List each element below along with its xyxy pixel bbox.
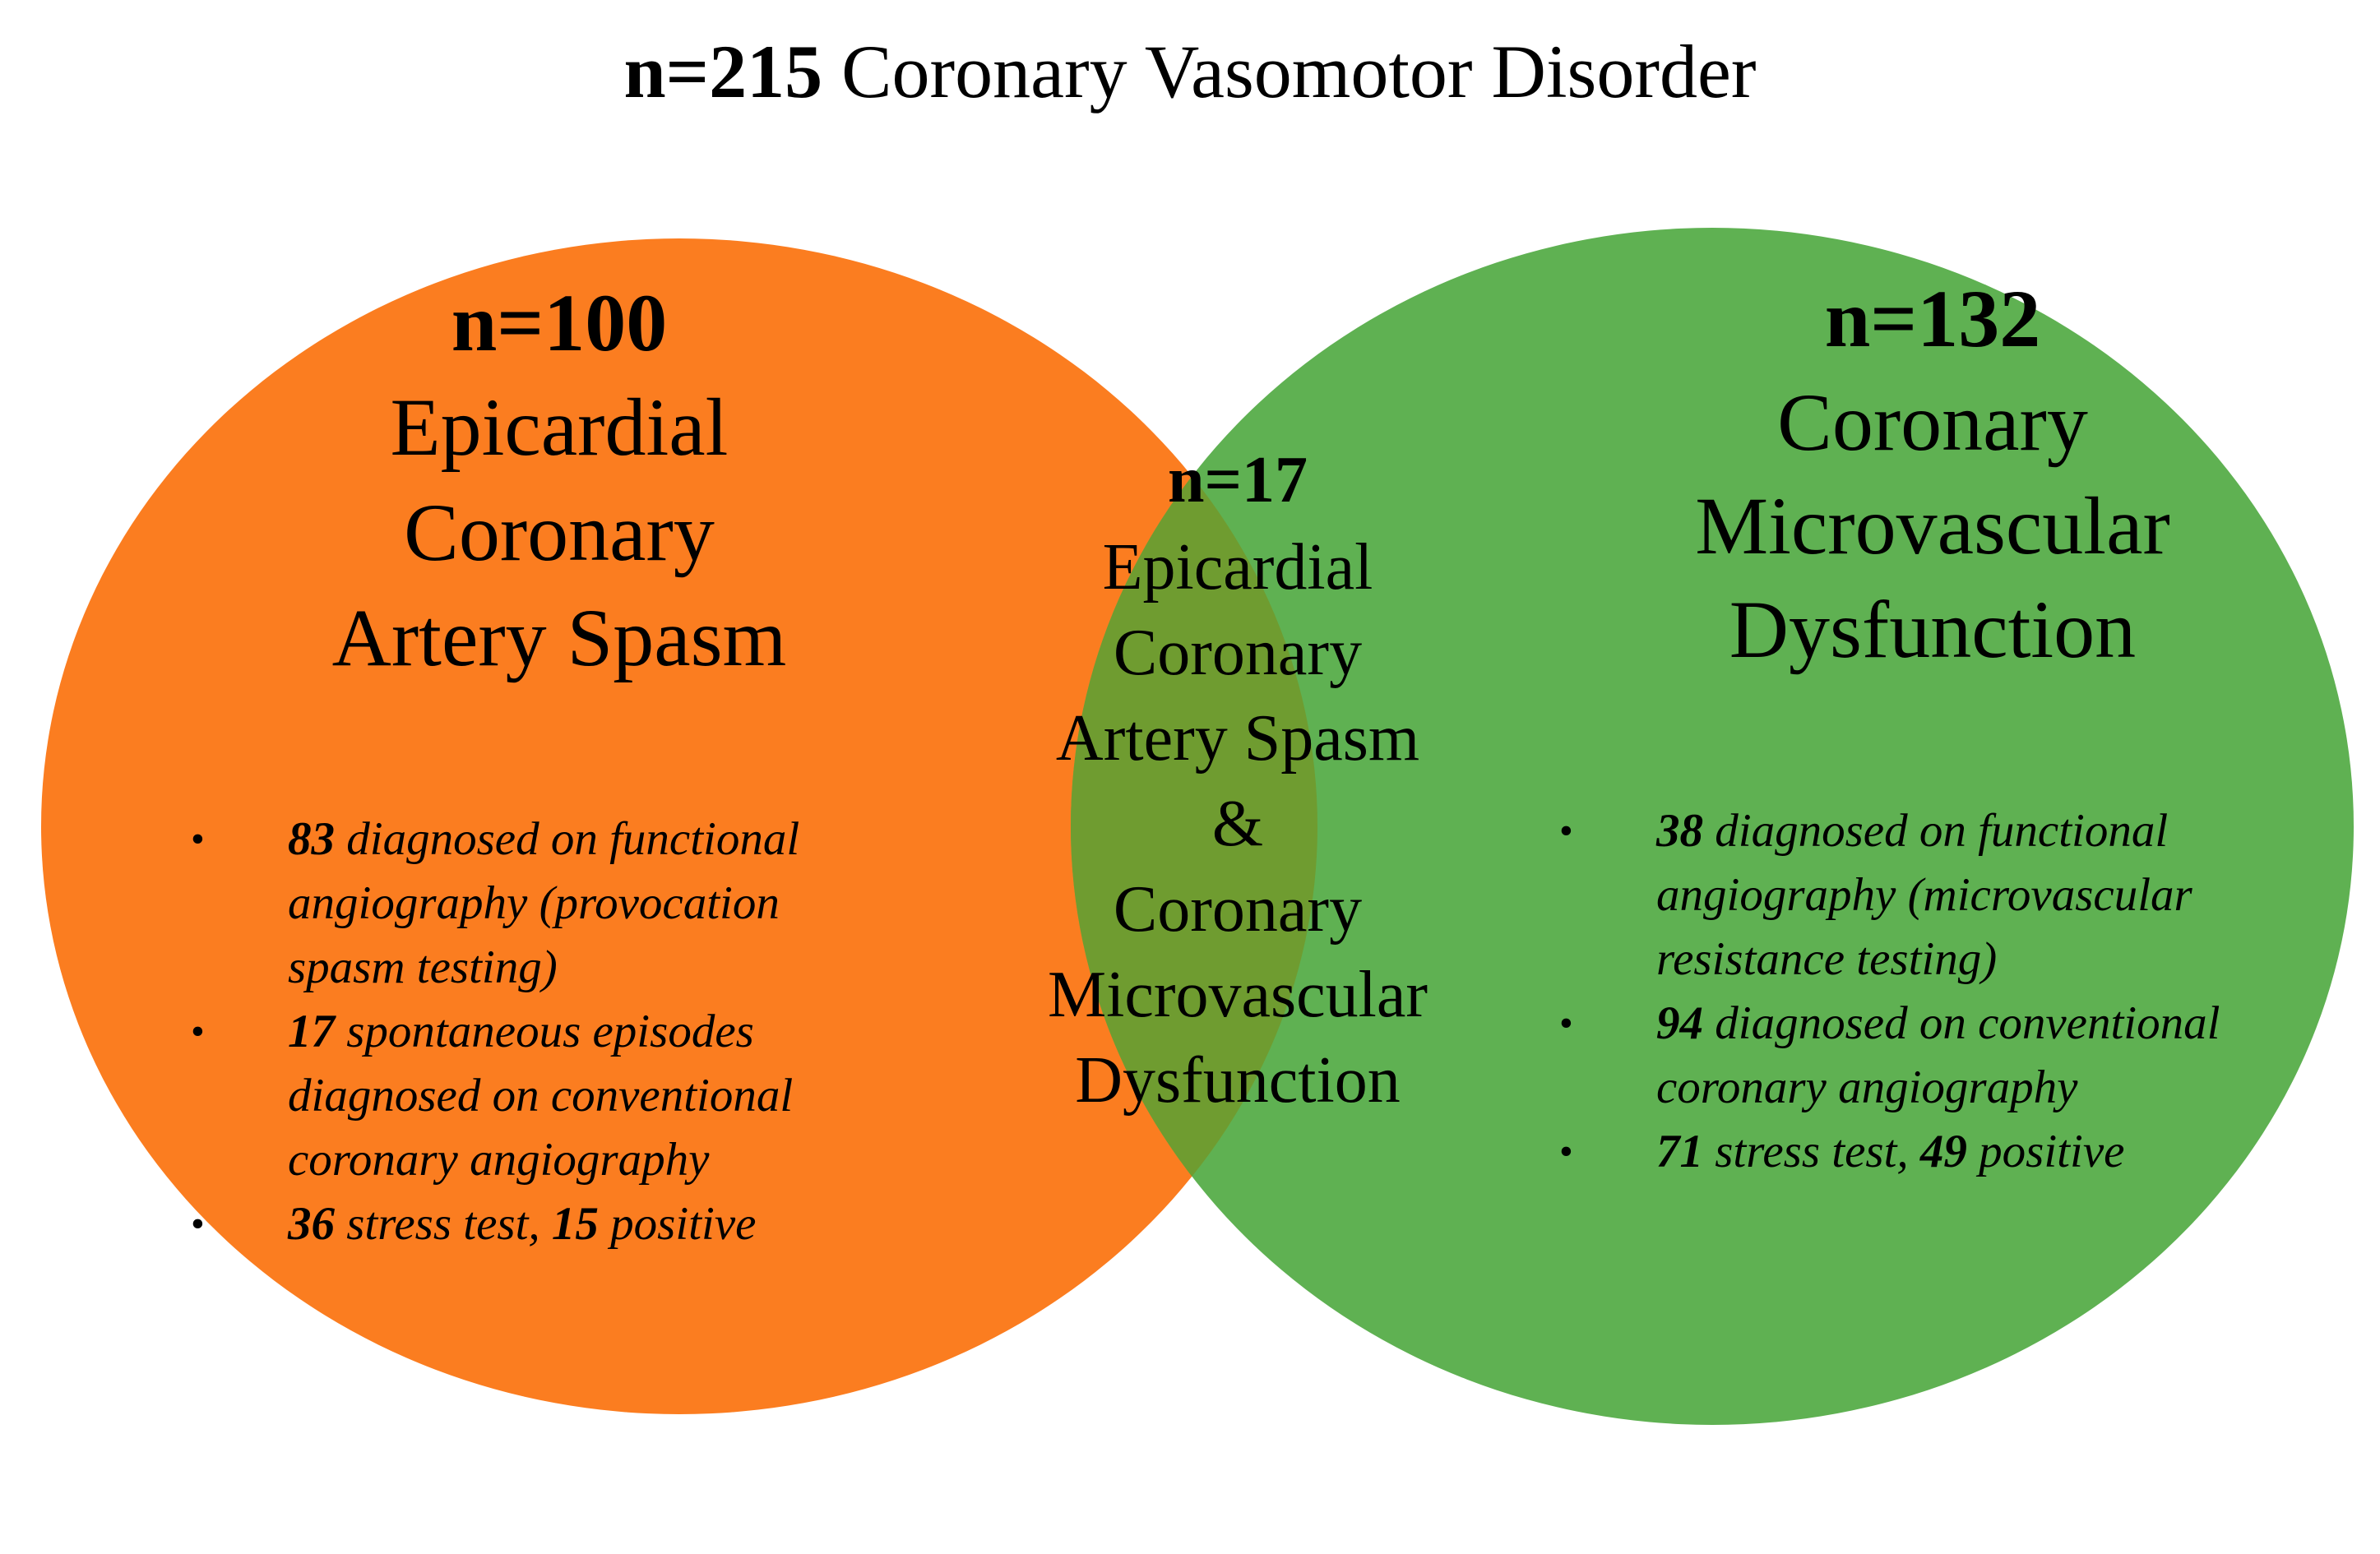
- note-number: 38: [1656, 805, 1703, 857]
- overlap-label: Epicardial Coronary Artery Spasm & Coron…: [1047, 531, 1428, 1117]
- left-set-label: Epicardial Coronary Artery Spasm: [331, 382, 787, 683]
- list-item: • 36 stress test, 15 positive: [191, 1192, 898, 1256]
- note-number-2: 15: [551, 1198, 599, 1250]
- list-item: • 71 stress test, 49 positive: [1559, 1120, 2283, 1184]
- right-set-heading: n=132 Coronary Microvascular Dysfunction: [1595, 267, 2270, 682]
- note-text: stress test,: [335, 1198, 552, 1250]
- left-set-heading: n=100 Epicardial Coronary Artery Spasm: [222, 271, 896, 691]
- left-circle: [41, 238, 1317, 1414]
- diagram-title: n=215 Coronary Vasomotor Disorder: [0, 18, 2380, 125]
- note-text: stress test,: [1703, 1126, 1920, 1177]
- list-item: • 94 diagnosed on conventional coronary a…: [1559, 992, 2283, 1120]
- right-set-label: Coronary Microvascular Dysfunction: [1695, 377, 2170, 675]
- note-number-2: 49: [1919, 1126, 1967, 1177]
- note-number: 83: [288, 813, 335, 865]
- note-text-2: positive: [1966, 1126, 2125, 1177]
- note-text: diagnosed on conventional coronary angio…: [1656, 997, 2220, 1113]
- list-item: • 17 spontaneous episodes diagnosed on co…: [191, 1000, 898, 1192]
- title-count: n=215: [623, 30, 823, 113]
- bullet-icon: •: [1559, 1001, 1573, 1045]
- bullet-icon: •: [191, 1202, 205, 1246]
- note-text-2: positive: [598, 1198, 757, 1250]
- note-number: 71: [1656, 1126, 1703, 1177]
- left-notes-list: • 83 diagnosed on functional angiography …: [191, 807, 898, 1256]
- overlap-count: n=17: [1167, 444, 1308, 516]
- title-text: Coronary Vasomotor Disorder: [822, 30, 1757, 113]
- note-text: diagnosed on functional angiography (mic…: [1656, 805, 2192, 985]
- note-text: spontaneous episodes diagnosed on conven…: [288, 1006, 794, 1186]
- note-text: diagnosed on functional angiography (pro…: [288, 813, 800, 993]
- note-number: 94: [1656, 997, 1703, 1049]
- note-number: 17: [288, 1006, 335, 1057]
- bullet-icon: •: [191, 817, 205, 861]
- right-set-count: n=132: [1824, 273, 2041, 364]
- bullet-icon: •: [191, 1010, 205, 1053]
- list-item: • 38 diagnosed on functional angiography …: [1559, 799, 2283, 992]
- note-number: 36: [288, 1198, 335, 1250]
- list-item: • 83 diagnosed on functional angiography …: [191, 807, 898, 1000]
- overlap-heading: n=17 Epicardial Coronary Artery Spasm & …: [954, 436, 1521, 1123]
- bullet-icon: •: [1559, 1130, 1573, 1173]
- right-notes-list: • 38 diagnosed on functional angiography …: [1559, 799, 2283, 1184]
- left-set-count: n=100: [451, 277, 668, 368]
- right-circle: [1071, 228, 2354, 1425]
- bullet-icon: •: [1559, 809, 1573, 853]
